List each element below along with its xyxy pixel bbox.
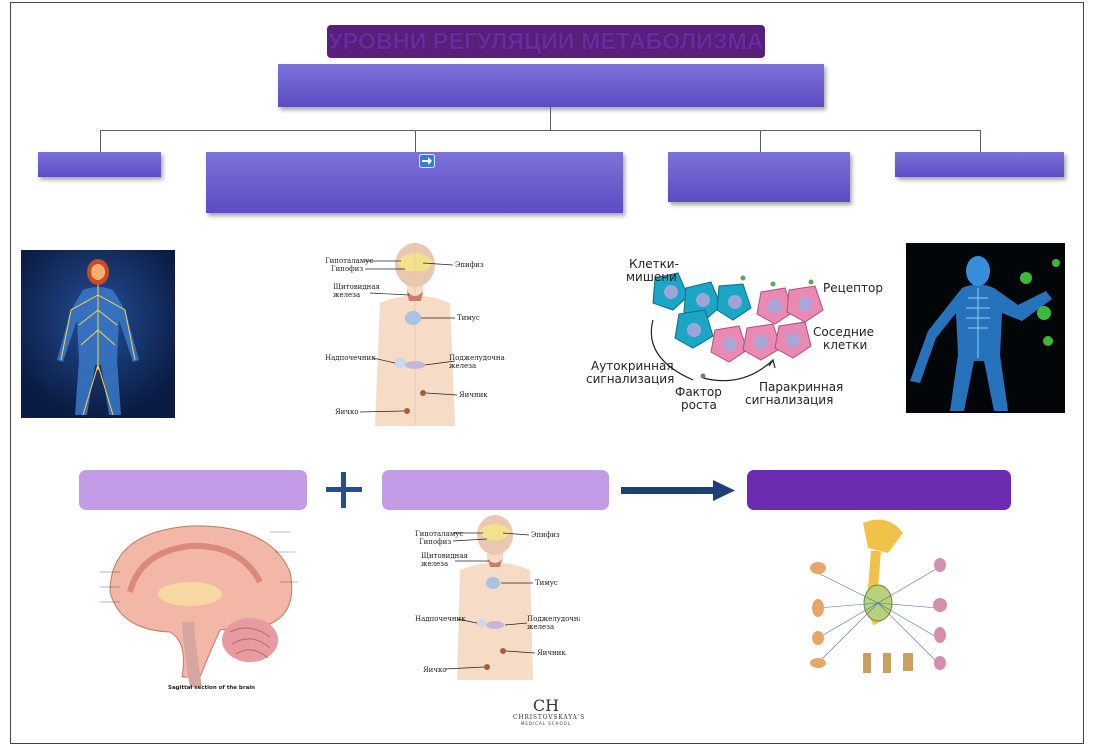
label-thyroid-1: Щитовидная <box>333 283 380 291</box>
nervous-system-image <box>21 250 175 418</box>
label-epiphysis-2: Эпифиз <box>531 531 560 539</box>
label-thyroid-2: железа <box>333 291 360 299</box>
label-ovary-2: Яичник <box>537 649 566 657</box>
label-thyroid-2-2: железа <box>421 560 448 568</box>
connector-horizontal <box>100 130 980 131</box>
label-growth-1: Фактор <box>675 385 722 399</box>
connector-4 <box>980 130 981 152</box>
label-hypothalamus-2: Гипоталамус <box>415 530 463 538</box>
label-neighbor-2: клетки <box>823 338 867 352</box>
label-paracrine-1: Паракринная <box>759 380 843 394</box>
label-thyroid-2-1: Щитовидная <box>421 552 468 560</box>
label-pituitary-2: Гипофиз <box>419 538 451 546</box>
label-testis-2: Яичко <box>423 666 447 674</box>
level-box-4 <box>895 152 1064 177</box>
label-testis: Яичко <box>335 408 359 416</box>
cell-signaling-image: Клетки- мишени Рецептор Соседние клетки … <box>583 248 893 438</box>
label-thymus-2: Тимус <box>535 579 558 587</box>
connector-root <box>550 107 551 130</box>
label-receptor: Рецептор <box>823 281 883 295</box>
root-box <box>278 64 824 107</box>
label-hypothalamus: Гипоталамус <box>325 257 373 265</box>
label-pancreas-2-1: Поджелудочная <box>527 615 580 623</box>
school-logo: CH CHRISTOVSKAYA'S MEDICAL SCHOOL <box>513 696 585 727</box>
nervous-regulation-pill <box>79 470 307 510</box>
connector-3 <box>760 130 761 152</box>
arrow-right-icon <box>621 480 735 501</box>
level-box-2 <box>206 152 623 213</box>
brain-sagittal-image: Sagittal section of the brain <box>70 512 315 692</box>
label-autocrine-1: Аутокринная <box>591 359 674 373</box>
label-autocrine-2: сигнализация <box>586 372 674 386</box>
level-box-1 <box>38 152 161 177</box>
logo-subtitle: MEDICAL SCHOOL <box>520 721 572 726</box>
brain-caption: Sagittal section of the brain <box>168 685 255 691</box>
label-neighbor-1: Соседние <box>813 325 874 339</box>
label-pancreas-2: железа <box>449 362 476 370</box>
plus-icon <box>326 472 362 508</box>
label-target-cells-2: мишени <box>626 270 677 284</box>
slide-title: УРОВНИ РЕГУЛЯЦИИ МЕТАБОЛИЗМА <box>327 25 765 58</box>
immune-system-image <box>906 243 1065 413</box>
arrow-right-icon <box>419 154 435 168</box>
label-target-cells-1: Клетки- <box>629 257 679 271</box>
endocrine-image: Гипоталамус Гипофиз Эпифиз Щитовидная же… <box>325 243 505 426</box>
neurohumoral-regulation-pill <box>747 470 1011 510</box>
neurohumoral-image <box>778 513 978 693</box>
logo-monogram: CH <box>532 696 560 715</box>
hormonal-regulation-pill <box>382 470 609 510</box>
logo-name: CHRISTOVSKAYA'S <box>513 714 585 721</box>
label-paracrine-2: сигнализация <box>745 393 833 407</box>
endocrine-image-2: Гипоталамус Гипофиз Эпифиз Щитовидная же… <box>415 515 580 680</box>
level-box-3 <box>668 152 850 202</box>
label-pancreas-2-2: железа <box>527 623 554 631</box>
label-thymus: Тимус <box>457 314 480 322</box>
label-pancreas-1: Поджелудочная <box>449 354 505 362</box>
connector-1 <box>100 130 101 152</box>
label-pituitary: Гипофиз <box>331 265 363 273</box>
label-epiphysis: Эпифиз <box>455 261 484 269</box>
connector-2 <box>415 130 416 152</box>
label-adrenal: Надпочечник <box>325 354 376 362</box>
slide-frame <box>10 2 1084 744</box>
label-ovary: Яичник <box>459 391 488 399</box>
label-growth-2: роста <box>681 398 717 412</box>
label-adrenal-2: Надпочечник <box>415 615 466 623</box>
